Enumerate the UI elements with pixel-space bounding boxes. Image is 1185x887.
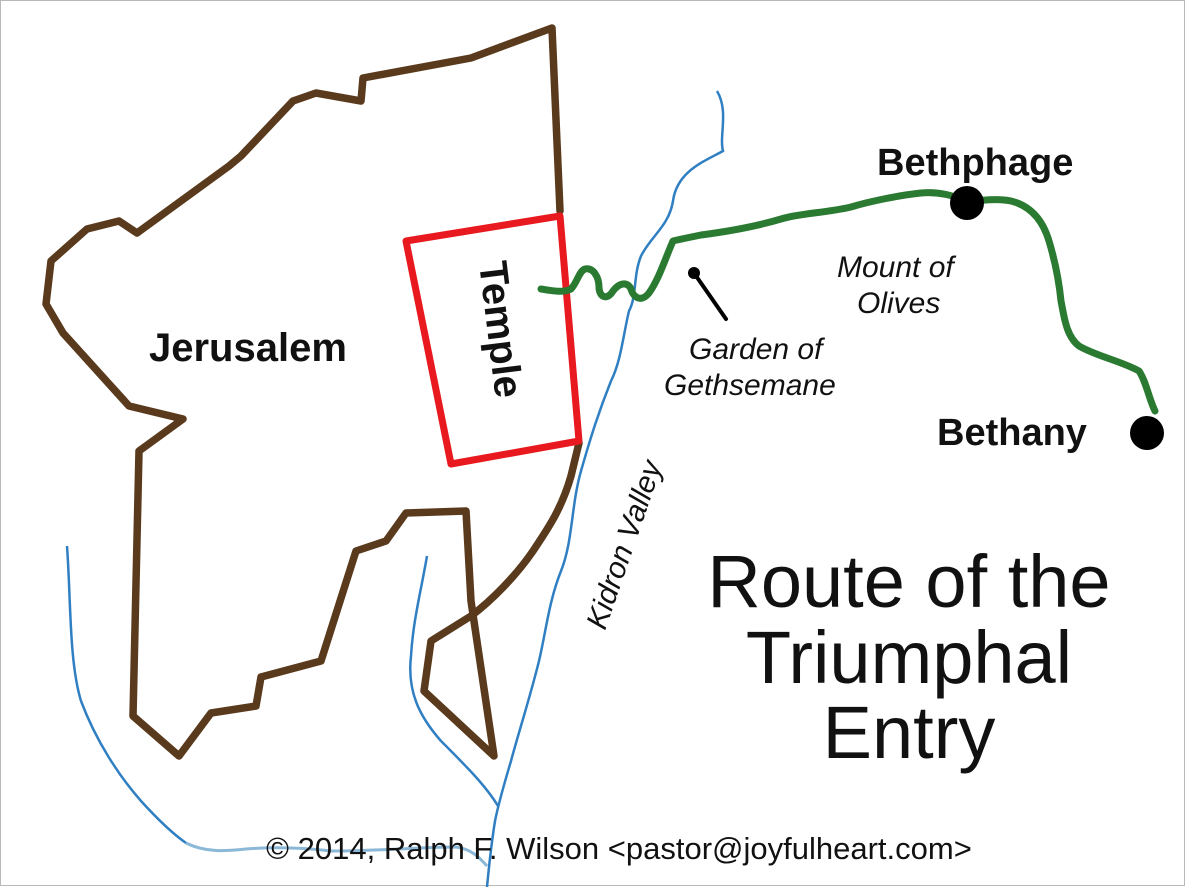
map-title-line-3: Entry xyxy=(823,691,996,774)
central-stream xyxy=(409,555,500,807)
mount-of-olives-label-line-1: Mount of xyxy=(837,251,956,284)
bethany-label: Bethany xyxy=(937,412,1087,454)
temple-label: Temple xyxy=(470,259,530,400)
gethsemane-marker xyxy=(688,267,700,279)
garden-label-line-1: Garden of xyxy=(689,333,825,366)
map-title-line-2: Triumphal xyxy=(746,616,1072,699)
temple-precinct xyxy=(402,212,583,468)
hinnom-stream-light xyxy=(185,841,489,867)
west-stream xyxy=(65,545,187,845)
mount-of-olives-label-line-2: Olives xyxy=(857,287,940,320)
garden-label-line-2: Gethsemane xyxy=(664,369,836,402)
bethphage-label: Bethphage xyxy=(877,142,1073,184)
kidron-stream xyxy=(485,90,725,887)
bethany-marker xyxy=(1130,416,1164,450)
kidron-valley-label: Kidron Valley xyxy=(580,455,669,634)
map-title-line-1: Route of the xyxy=(707,540,1110,623)
jerusalem-city-wall xyxy=(42,24,583,760)
gethsemane-pointer-line xyxy=(692,271,728,321)
triumphal-entry-route xyxy=(537,189,1159,415)
jerusalem-label: Jerusalem xyxy=(149,326,347,370)
copyright-notice: © 2014, Ralph F. Wilson <pastor@joyfulhe… xyxy=(266,831,972,866)
bethphage-marker xyxy=(950,186,984,220)
